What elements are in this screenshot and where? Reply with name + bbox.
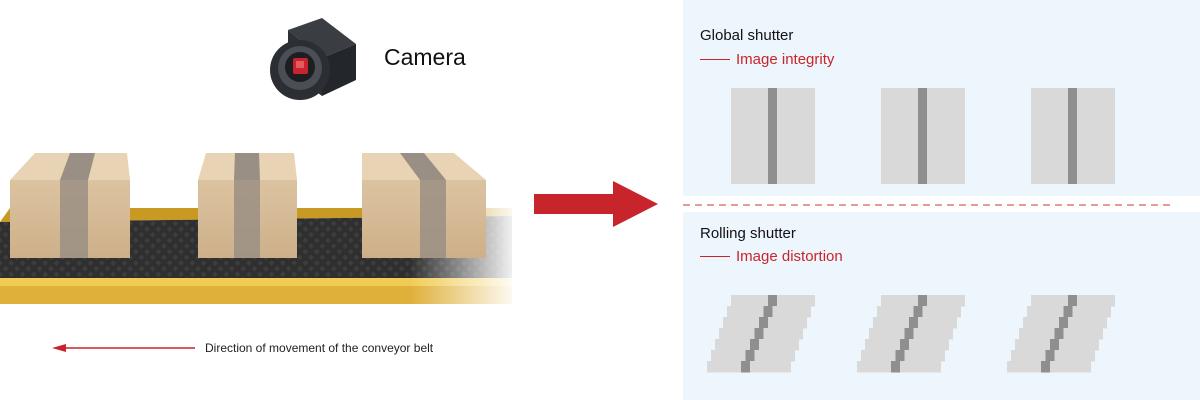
- global-result-text: Image integrity: [736, 51, 835, 68]
- rolling-stripe-segment: [754, 328, 764, 340]
- global-frame-1: [731, 88, 815, 184]
- rolling-stripe-segment: [1054, 328, 1064, 340]
- rolling-frames: [707, 295, 1115, 373]
- result-arrow-icon: [534, 181, 658, 227]
- rolling-stripe-segment: [741, 361, 750, 373]
- rolling-stripe-segment: [1068, 295, 1077, 307]
- global-shutter-result: Image integrity: [700, 51, 834, 68]
- rolling-stripe-segment: [768, 295, 777, 307]
- rolling-frame-1: [707, 295, 815, 373]
- rolling-stripe-segment: [895, 350, 905, 362]
- belt-direction-label: Direction of movement of the conveyor be…: [205, 341, 434, 355]
- rolling-stripe-segment: [763, 306, 773, 318]
- legend-dash-icon: [700, 255, 730, 257]
- global-frame-2: [881, 88, 965, 184]
- rolling-stripe-segment: [1059, 317, 1068, 329]
- rolling-stripe-segment: [913, 306, 923, 318]
- rolling-stripe-segment: [1041, 361, 1050, 373]
- box-2: [198, 153, 297, 258]
- rolling-shutter-title: Rolling shutter: [700, 225, 796, 242]
- rolling-stripe-segment: [918, 295, 927, 307]
- global-shutter-title: Global shutter: [700, 27, 794, 44]
- belt-direction-arrow-icon: [52, 344, 195, 352]
- box-3: [362, 153, 486, 258]
- rolling-stripe-segment: [759, 317, 768, 329]
- rolling-shutter-result: Image distortion: [700, 248, 843, 265]
- box-1: [10, 153, 130, 258]
- legend-dash-icon: [700, 58, 730, 60]
- rolling-stripe-segment: [750, 339, 759, 351]
- rolling-stripe-segment: [1050, 339, 1059, 351]
- rolling-stripe-segment: [909, 317, 918, 329]
- global-frame-3: [1031, 88, 1115, 184]
- rolling-stripe-segment: [900, 339, 909, 351]
- rolling-stripe-segment: [904, 328, 914, 340]
- rolling-stripe-segment: [1063, 306, 1073, 318]
- rolling-stripe-segment: [1045, 350, 1055, 362]
- camera-label: Camera: [384, 44, 466, 70]
- rolling-frame-2: [857, 295, 965, 373]
- rolling-stripe-segment: [745, 350, 755, 362]
- rolling-stripe-segment: [891, 361, 900, 373]
- rolling-frame-3: [1007, 295, 1115, 373]
- rolling-result-text: Image distortion: [736, 248, 843, 265]
- camera-icon: [270, 18, 356, 100]
